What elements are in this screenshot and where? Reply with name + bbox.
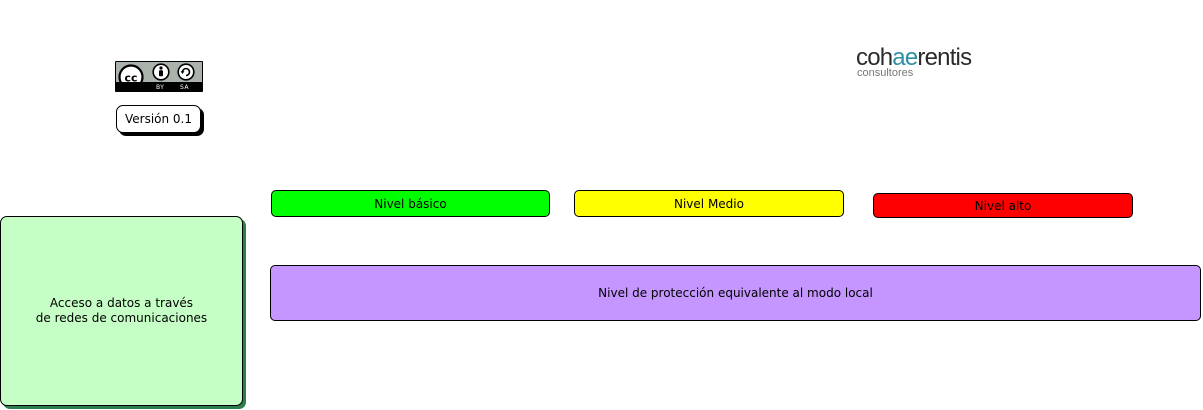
logo-part-1: coh <box>856 44 893 71</box>
cc-by-sa-badge: cc BY SA <box>115 61 203 92</box>
by-label: BY <box>156 84 165 91</box>
cohaerentis-logo: cohaerentis consultores <box>856 44 996 84</box>
level-medium: Nivel Medio <box>574 190 844 217</box>
level-high: Nivel alto <box>873 193 1133 218</box>
access-category-box: Acceso a datos a través de redes de comu… <box>0 216 243 406</box>
logo-ae-ligature: ae <box>892 44 918 71</box>
logo-wordmark: cohaerentis <box>856 44 972 72</box>
logo-part-2: rentis <box>917 44 972 71</box>
access-category-text: Acceso a datos a través de redes de comu… <box>36 296 207 326</box>
logo-subtitle: consultores <box>857 67 914 79</box>
cc-label-strip: BY SA <box>116 82 202 91</box>
sa-label: SA <box>180 84 190 91</box>
access-line-2: de redes de comunicaciones <box>35 311 208 325</box>
svg-text:cc: cc <box>124 72 137 85</box>
version-label: Versión 0.1 <box>116 105 201 133</box>
access-line-1: Acceso a datos a través <box>49 296 194 310</box>
by-icon <box>152 63 170 81</box>
level-basic: Nivel básico <box>271 190 550 217</box>
protection-level-bar: Nivel de protección equivalente al modo … <box>270 265 1201 321</box>
sa-icon <box>177 63 195 81</box>
